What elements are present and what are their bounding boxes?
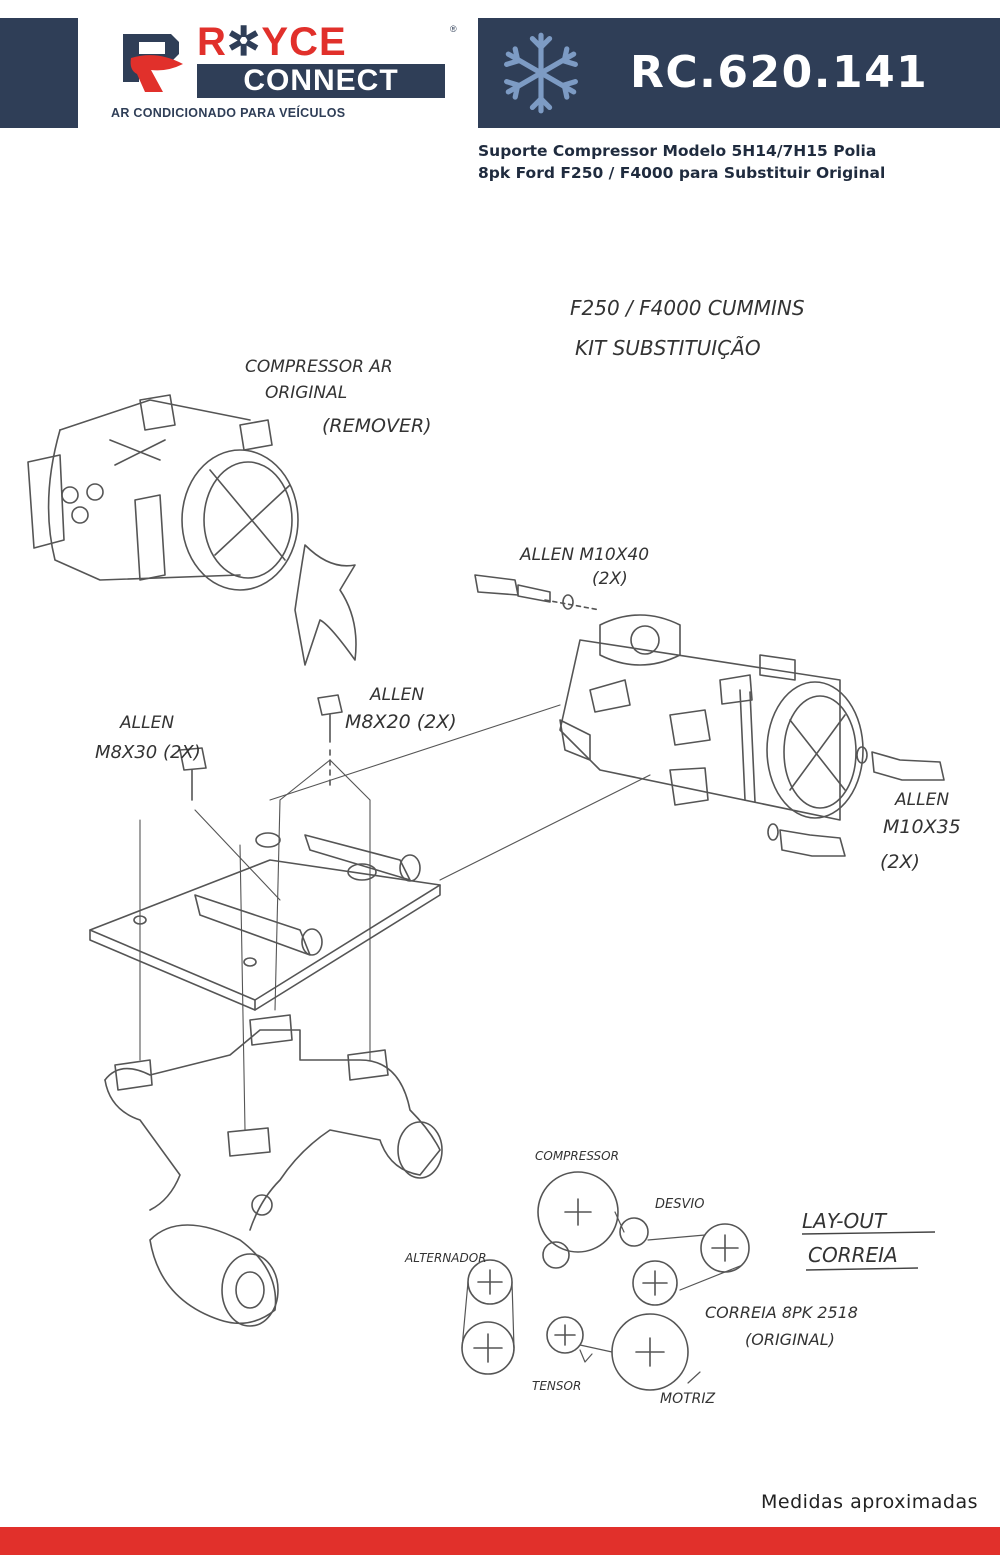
bolt-m10x40-drawing (474, 574, 601, 611)
installation-sketch: F250 / F4000 CUMMINS KIT SUBSTITUIÇÃO CO… (27, 296, 961, 1407)
adapter-plate-drawing (89, 832, 441, 1011)
logo-royce-word: R✲YCE (197, 20, 347, 64)
product-description: Suporte Compressor Modelo 5H14/7H15 Poli… (478, 140, 988, 184)
belt-spec-label-2: (ORIGINAL) (745, 1330, 835, 1349)
original-compressor-drawing (27, 394, 299, 591)
footer-red-bar (0, 1527, 1000, 1555)
bolt-m8x20-drawing (317, 694, 343, 791)
product-code-banner: RC.620.141 (478, 18, 1000, 128)
belt-tensor-label: TENSOR (532, 1379, 581, 1393)
belt-layout-title-2: CORREIA (808, 1243, 898, 1267)
registered-mark: ® (450, 24, 457, 34)
belt-layout-drawing (461, 1171, 750, 1391)
bolt-m10x35-drawing (767, 746, 945, 857)
original-compressor-label-2: ORIGINAL (265, 383, 347, 403)
bolt-m10x40-label-2: (2X) (592, 569, 628, 589)
original-compressor-label-1: COMPRESSOR AR (245, 357, 393, 377)
footer-note: Medidas aproximadas (761, 1491, 978, 1513)
bolt-m10x35-label-2: M10X35 (883, 816, 961, 838)
royce-connect-logo: R✲YCE ® CONNECT AR CONDICIONADO PARA VEÍ… (105, 20, 465, 125)
belt-alternador-label: ALTERNADOR (404, 1251, 487, 1265)
kit-title-line-2: KIT SUBSTITUIÇÃO (575, 336, 761, 360)
new-compressor-drawing (559, 614, 864, 821)
belt-compressor-label: COMPRESSOR (535, 1149, 619, 1163)
logo-tagline: AR CONDICIONADO PARA VEÍCULOS (111, 106, 346, 120)
bolt-m8x20-label-2: M8X20 (2X) (345, 711, 457, 733)
product-code: RC.620.141 (630, 47, 929, 98)
bolt-m10x35-label-1: ALLEN (894, 790, 949, 810)
bolt-m8x30-label-2: M8X30 (2X) (95, 742, 201, 763)
belt-desvio-label: DESVIO (655, 1197, 704, 1212)
header-left-block (0, 18, 78, 128)
engine-bracket-drawing (104, 1014, 443, 1327)
logo-emblem-icon (123, 34, 183, 92)
logo-connect-word: CONNECT (197, 64, 445, 98)
bolt-m8x30-label-1: ALLEN (119, 713, 174, 733)
logo-snowflake-icon: ✲ (226, 20, 262, 64)
bolt-m10x40-label-1: ALLEN M10X40 (519, 545, 649, 565)
belt-layout-title-1: LAY-OUT (802, 1209, 888, 1233)
kit-title-line-1: F250 / F4000 CUMMINS (570, 296, 805, 320)
belt-spec-label-1: CORREIA 8PK 2518 (705, 1303, 858, 1322)
description-line-1: Suporte Compressor Modelo 5H14/7H15 Poli… (478, 142, 877, 160)
original-compressor-label-3: (REMOVER) (322, 415, 432, 437)
description-line-2: 8pk Ford F250 / F4000 para Substituir Or… (478, 164, 886, 182)
snowflake-icon (504, 32, 578, 114)
belt-motriz-label: MOTRIZ (660, 1391, 716, 1407)
bolt-m10x35-label-3: (2X) (880, 851, 920, 873)
bolt-m8x30-drawing (179, 747, 207, 801)
replace-arrow-icon (294, 544, 357, 666)
bolt-m8x20-label-1: ALLEN (369, 685, 424, 705)
